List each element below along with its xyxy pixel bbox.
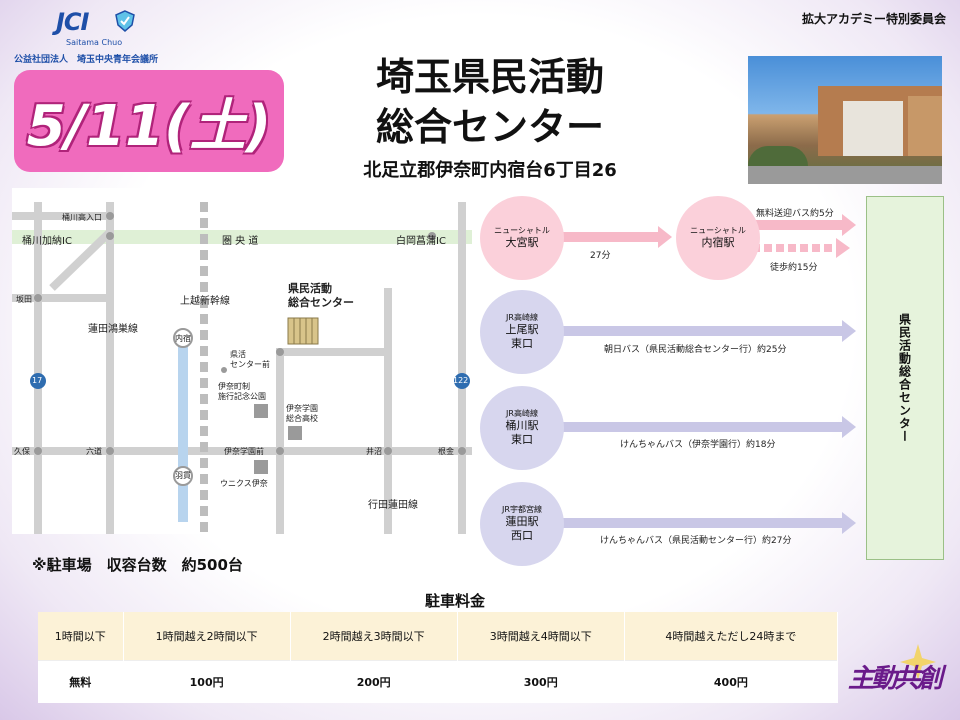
fee-header: 1時間以下 bbox=[38, 612, 124, 661]
map-roads bbox=[12, 202, 472, 534]
logo-mark: JCI bbox=[56, 8, 89, 36]
label-joetsu-shinkansen: 上越新幹線 bbox=[180, 296, 230, 307]
fee-value: 300円 bbox=[457, 660, 625, 703]
station-name: 内宿駅 bbox=[701, 236, 735, 250]
logo-sub: Saitama Chuo bbox=[66, 38, 123, 47]
shuttle-time: 27分 bbox=[590, 251, 611, 261]
destination-label: 県民活動総合センター bbox=[897, 313, 912, 443]
motto-text: 主動共創 bbox=[848, 664, 943, 694]
label-kenodo: 圏 央 道 bbox=[222, 236, 259, 247]
label-kenkatsu-mae: 県活 センター前 bbox=[230, 350, 270, 370]
label-route17: 17 bbox=[32, 376, 43, 385]
venue-address: 北足立郡伊奈町内宿台6丁目26 bbox=[363, 160, 617, 181]
station-omiya: ニューシャトル 大宮駅 bbox=[480, 196, 564, 280]
venue-title-line2: 総合センター bbox=[375, 105, 604, 149]
label-sakada: 坂田 bbox=[16, 295, 32, 304]
label-rokutsuji: 六道 bbox=[86, 447, 102, 456]
destination-box: 県民活動総合センター bbox=[866, 196, 944, 560]
line-name: ニューシャトル bbox=[690, 226, 746, 236]
label-hasuda-konosu: 蓮田鴻巣線 bbox=[88, 324, 138, 335]
fee-title: 駐車料金 bbox=[424, 592, 485, 610]
station-exit: 東口 bbox=[511, 433, 533, 446]
station-ageo: JR高崎線 上尾駅 東口 bbox=[480, 290, 564, 374]
line-name: JR高崎線 bbox=[506, 313, 538, 323]
fee-value: 200円 bbox=[290, 660, 458, 703]
label-route122: 122 bbox=[453, 376, 469, 385]
motto-logo: 主動共創 bbox=[846, 640, 946, 710]
walk-time: 徒歩約15分 bbox=[770, 263, 818, 273]
station-okegawa: JR高崎線 桶川駅 東口 bbox=[480, 386, 564, 470]
bus-ageo: 朝日バス（県民活動総合センター行）約25分 bbox=[604, 345, 787, 355]
fee-header: 2時間越え3時間以下 bbox=[290, 612, 458, 661]
station-name: 蓮田駅 bbox=[505, 515, 539, 529]
date-badge: 5/11(土) bbox=[14, 70, 284, 172]
label-inamachi-park: 伊奈町制 施行記念公園 bbox=[218, 382, 266, 402]
venue-photo bbox=[748, 56, 942, 184]
label-uchijuku: 内宿 bbox=[175, 334, 191, 343]
line-name: JR宇都宮線 bbox=[502, 505, 542, 515]
label-okegawa-takaoiriguchi: 桶川高入口 bbox=[62, 213, 102, 222]
station-name: 上尾駅 bbox=[505, 323, 539, 337]
label-ina-gakuen-hs: 伊奈学園 総合高校 bbox=[286, 404, 318, 424]
free-bus-time: 無料送迎バス約5分 bbox=[756, 209, 834, 219]
label-okegawa-kano-ic: 桶川加納IC bbox=[22, 236, 72, 247]
label-center: 県民活動 総合センター bbox=[288, 282, 354, 310]
label-kubo: 久保 bbox=[14, 447, 30, 456]
line-name: ニューシャトル bbox=[494, 226, 550, 236]
label-neganemachi: 根金 bbox=[438, 447, 454, 456]
fee-value: 100円 bbox=[123, 660, 291, 703]
station-uchijuku: ニューシャトル 内宿駅 bbox=[676, 196, 760, 280]
station-exit: 東口 bbox=[511, 337, 533, 350]
label-shiraoka-ic: 白岡菖蒲IC bbox=[396, 236, 446, 247]
event-date: 5/11(土) bbox=[26, 93, 272, 159]
route-arrows bbox=[558, 214, 856, 534]
fee-header-row: 1時間以下 1時間越え2時間以下 2時間越え3時間以下 3時間越え4時間以下 4… bbox=[38, 612, 839, 661]
fee-header: 3時間越え4時間以下 bbox=[457, 612, 625, 661]
fee-header: 4時間越えただし24時まで bbox=[624, 612, 839, 661]
access-map: 桶川高入口 桶川加納IC 圏 央 道 白岡菖蒲IC 上越新幹線 県民活動 総合セ… bbox=[12, 188, 472, 534]
fee-value: 400円 bbox=[624, 660, 839, 703]
label-inuma: 井沼 bbox=[366, 447, 382, 456]
station-name: 大宮駅 bbox=[505, 236, 539, 250]
bus-okegawa: けんちゃんバス（伊奈学園行）約18分 bbox=[620, 440, 776, 450]
label-unix: ウニクス伊奈 bbox=[220, 479, 268, 488]
label-ina-gakuen-mae: 伊奈学園前 bbox=[224, 447, 264, 456]
parking-capacity: ※駐車場 収容台数 約500台 bbox=[32, 556, 243, 574]
jci-logo: JCI Saitama Chuo 公益社団法人 埼玉中央青年会議所 bbox=[14, 8, 190, 68]
label-hanyu: 羽貫 bbox=[175, 471, 191, 480]
fee-header: 1時間越え2時間以下 bbox=[123, 612, 291, 661]
station-hasuda: JR宇都宮線 蓮田駅 西口 bbox=[480, 482, 564, 566]
line-name: JR高崎線 bbox=[506, 409, 538, 419]
label-gyoda-hasuda: 行田蓮田線 bbox=[368, 500, 418, 511]
shield-icon bbox=[115, 10, 135, 32]
parking-fee-table: 1時間以下 1時間越え2時間以下 2時間越え3時間以下 3時間越え4時間以下 4… bbox=[38, 612, 839, 703]
station-exit: 西口 bbox=[511, 529, 533, 542]
bus-hasuda: けんちゃんバス（県民活動センター行）約27分 bbox=[600, 536, 792, 546]
organization-name: 公益社団法人 埼玉中央青年会議所 bbox=[14, 55, 159, 65]
fee-value-row: 無料 100円 200円 300円 400円 bbox=[38, 660, 839, 703]
committee-name: 拡大アカデミー特別委員会 bbox=[801, 12, 946, 26]
venue-title-line1: 埼玉県民活動 bbox=[375, 55, 604, 99]
sparkle-icon bbox=[900, 644, 936, 680]
station-name: 桶川駅 bbox=[505, 419, 539, 433]
fee-value: 無料 bbox=[38, 660, 124, 703]
